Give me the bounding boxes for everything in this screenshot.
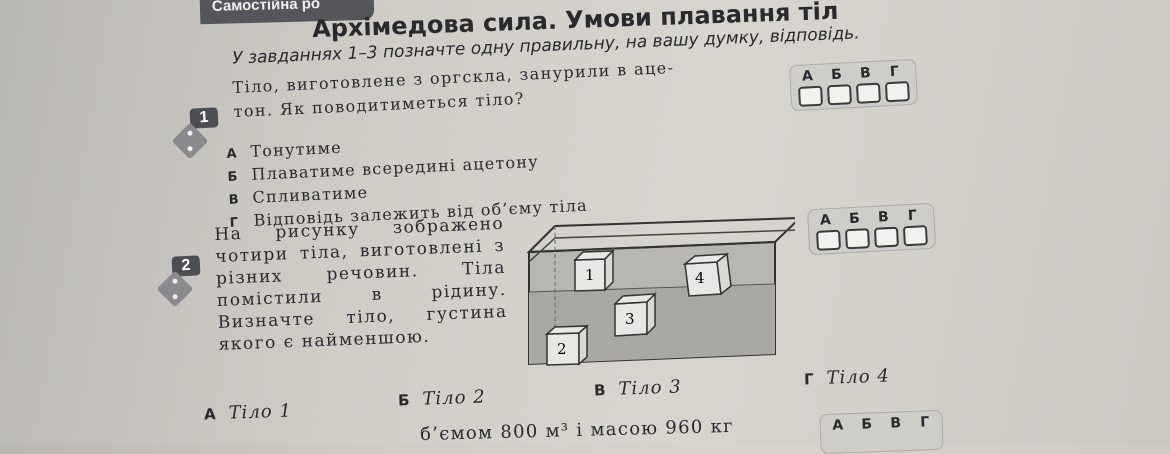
question-1-text: Тіло, виготовлене з оргскла, занурили в … [232,56,676,124]
tank-figure: 1 4 3 2 [526,217,795,366]
answer-box-c[interactable] [873,226,899,248]
answer-box-b[interactable] [826,84,852,106]
body-3-label: 3 [625,310,635,328]
answer-box-d[interactable] [902,225,928,247]
question-2-text: На рисунку зображено чотири тіла, вигото… [214,213,508,355]
body-4-label: 4 [695,269,705,287]
answer-box-b[interactable] [844,228,870,250]
body-2-label: 2 [557,340,567,358]
body-1-label: 1 [585,266,595,284]
answer-box-a[interactable] [798,85,824,107]
answer-box-a[interactable] [816,229,842,251]
answer-box-c[interactable] [855,82,881,104]
dice-icon [171,122,209,160]
answer-box-d[interactable] [884,81,910,103]
question-3-partial-text: б’ємом 800 м³ і масою 960 кг [419,415,735,446]
dice-icon [156,270,194,308]
